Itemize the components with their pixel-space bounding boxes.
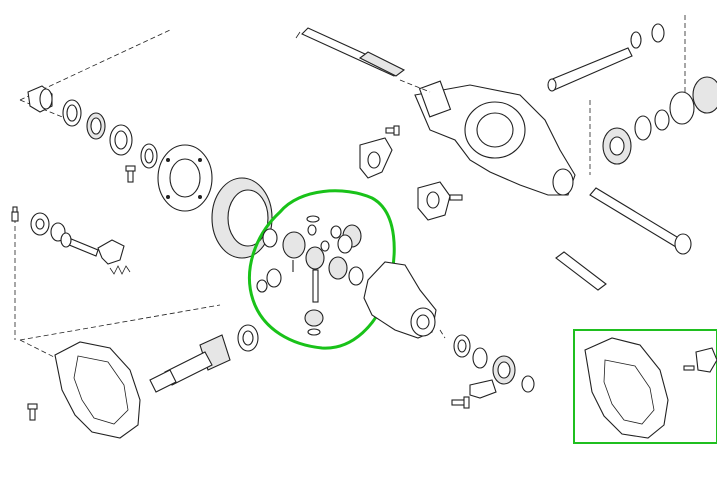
differential-case-28: [363, 261, 437, 339]
ring-46: [654, 109, 670, 131]
washer-6: [62, 99, 82, 127]
bolt-8: [27, 403, 38, 421]
ring-gear: [211, 177, 273, 259]
bearing-cap-upper: [359, 137, 393, 179]
bearing-40: [492, 355, 516, 385]
axle-housing: [414, 80, 576, 196]
washer-38: [634, 115, 652, 141]
clip-39: [521, 375, 535, 393]
inset-clip: [683, 347, 717, 373]
housing-cover-left: [54, 341, 141, 439]
bolt-7: [11, 206, 19, 222]
inset-housing: [584, 337, 669, 439]
bearing-16: [109, 124, 133, 156]
flange-22: [157, 144, 213, 212]
sleeve-11: [555, 251, 607, 291]
shaft-17: [60, 232, 99, 257]
lower-axle-shaft: [589, 187, 692, 255]
shaft-31: [547, 47, 633, 92]
upper-axle-shaft: [295, 27, 406, 77]
drive-pinion: [149, 334, 231, 393]
bearing-cap-lower: [417, 181, 451, 221]
bolt-10: [451, 396, 470, 409]
bearing-19: [237, 324, 259, 352]
bearing-2: [602, 127, 632, 165]
pinion-nut: [27, 85, 53, 113]
differential-parts: [256, 215, 364, 336]
seal-41: [472, 347, 488, 369]
ring-37: [651, 23, 665, 43]
hub-35: [669, 76, 717, 125]
bolt-3: [385, 125, 400, 136]
spacer-1-100-lower: [453, 334, 471, 358]
shift-fork-44: [97, 239, 125, 265]
bolt-9: [125, 165, 136, 183]
bolt-34: [449, 194, 463, 201]
highlight-circle: [248, 189, 396, 350]
bracket-33: [469, 379, 497, 399]
spring-12: [109, 265, 131, 275]
seal-30: [86, 112, 106, 140]
seal-36: [630, 31, 642, 49]
spacer-1-100-upper: [140, 143, 158, 169]
nut-14: [30, 212, 50, 236]
